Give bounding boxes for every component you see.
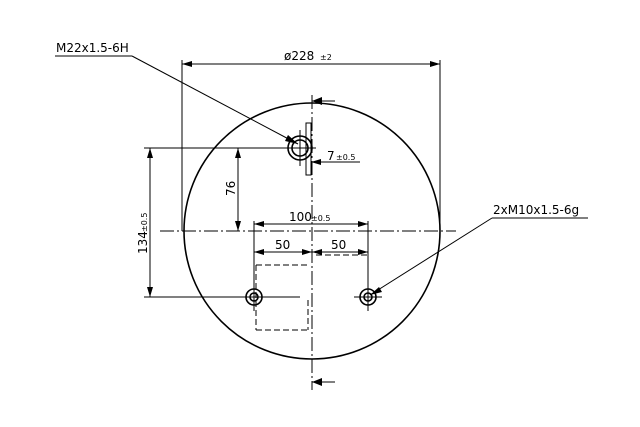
spacing-100-value: 100 [289,210,312,224]
half-left-value: 50 [275,238,290,252]
vertical-134-tol: ±0.5 [140,213,149,232]
offset-value: 7 [327,149,335,163]
section-arrow-top [312,97,335,105]
section-arrow-bottom [312,378,335,386]
vertical-76-value: 76 [224,181,238,196]
offset-dimension: 7 ±0.5 [311,149,360,165]
diameter-value: ø228 [284,49,314,63]
vertical-134-dimension: 134 ±0.5 [136,147,244,298]
thread-bolts-label: 2xM10x1.5-6g [493,203,579,217]
thread-bolts-leader: 2xM10x1.5-6g [369,203,588,296]
thread-main-leader: M22x1.5-6H [55,41,299,145]
diameter-dimension: ø228 ±2 [181,49,441,231]
bolt-hole-left [240,283,300,311]
main-thread-hole [284,122,316,176]
vertical-76-dimension: 76 [224,147,296,231]
half-right-value: 50 [331,238,346,252]
spacing-100-dimension: 100 ±0.5 [253,210,369,289]
diameter-tol: ±2 [320,53,332,62]
half-spacing-dimensions: 50 50 [254,238,368,255]
offset-tol: ±0.5 [336,153,355,162]
vertical-134-value: 134 [136,231,150,254]
thread-main-label: M22x1.5-6H [56,41,129,55]
spacing-100-tol: ±0.5 [311,214,330,223]
